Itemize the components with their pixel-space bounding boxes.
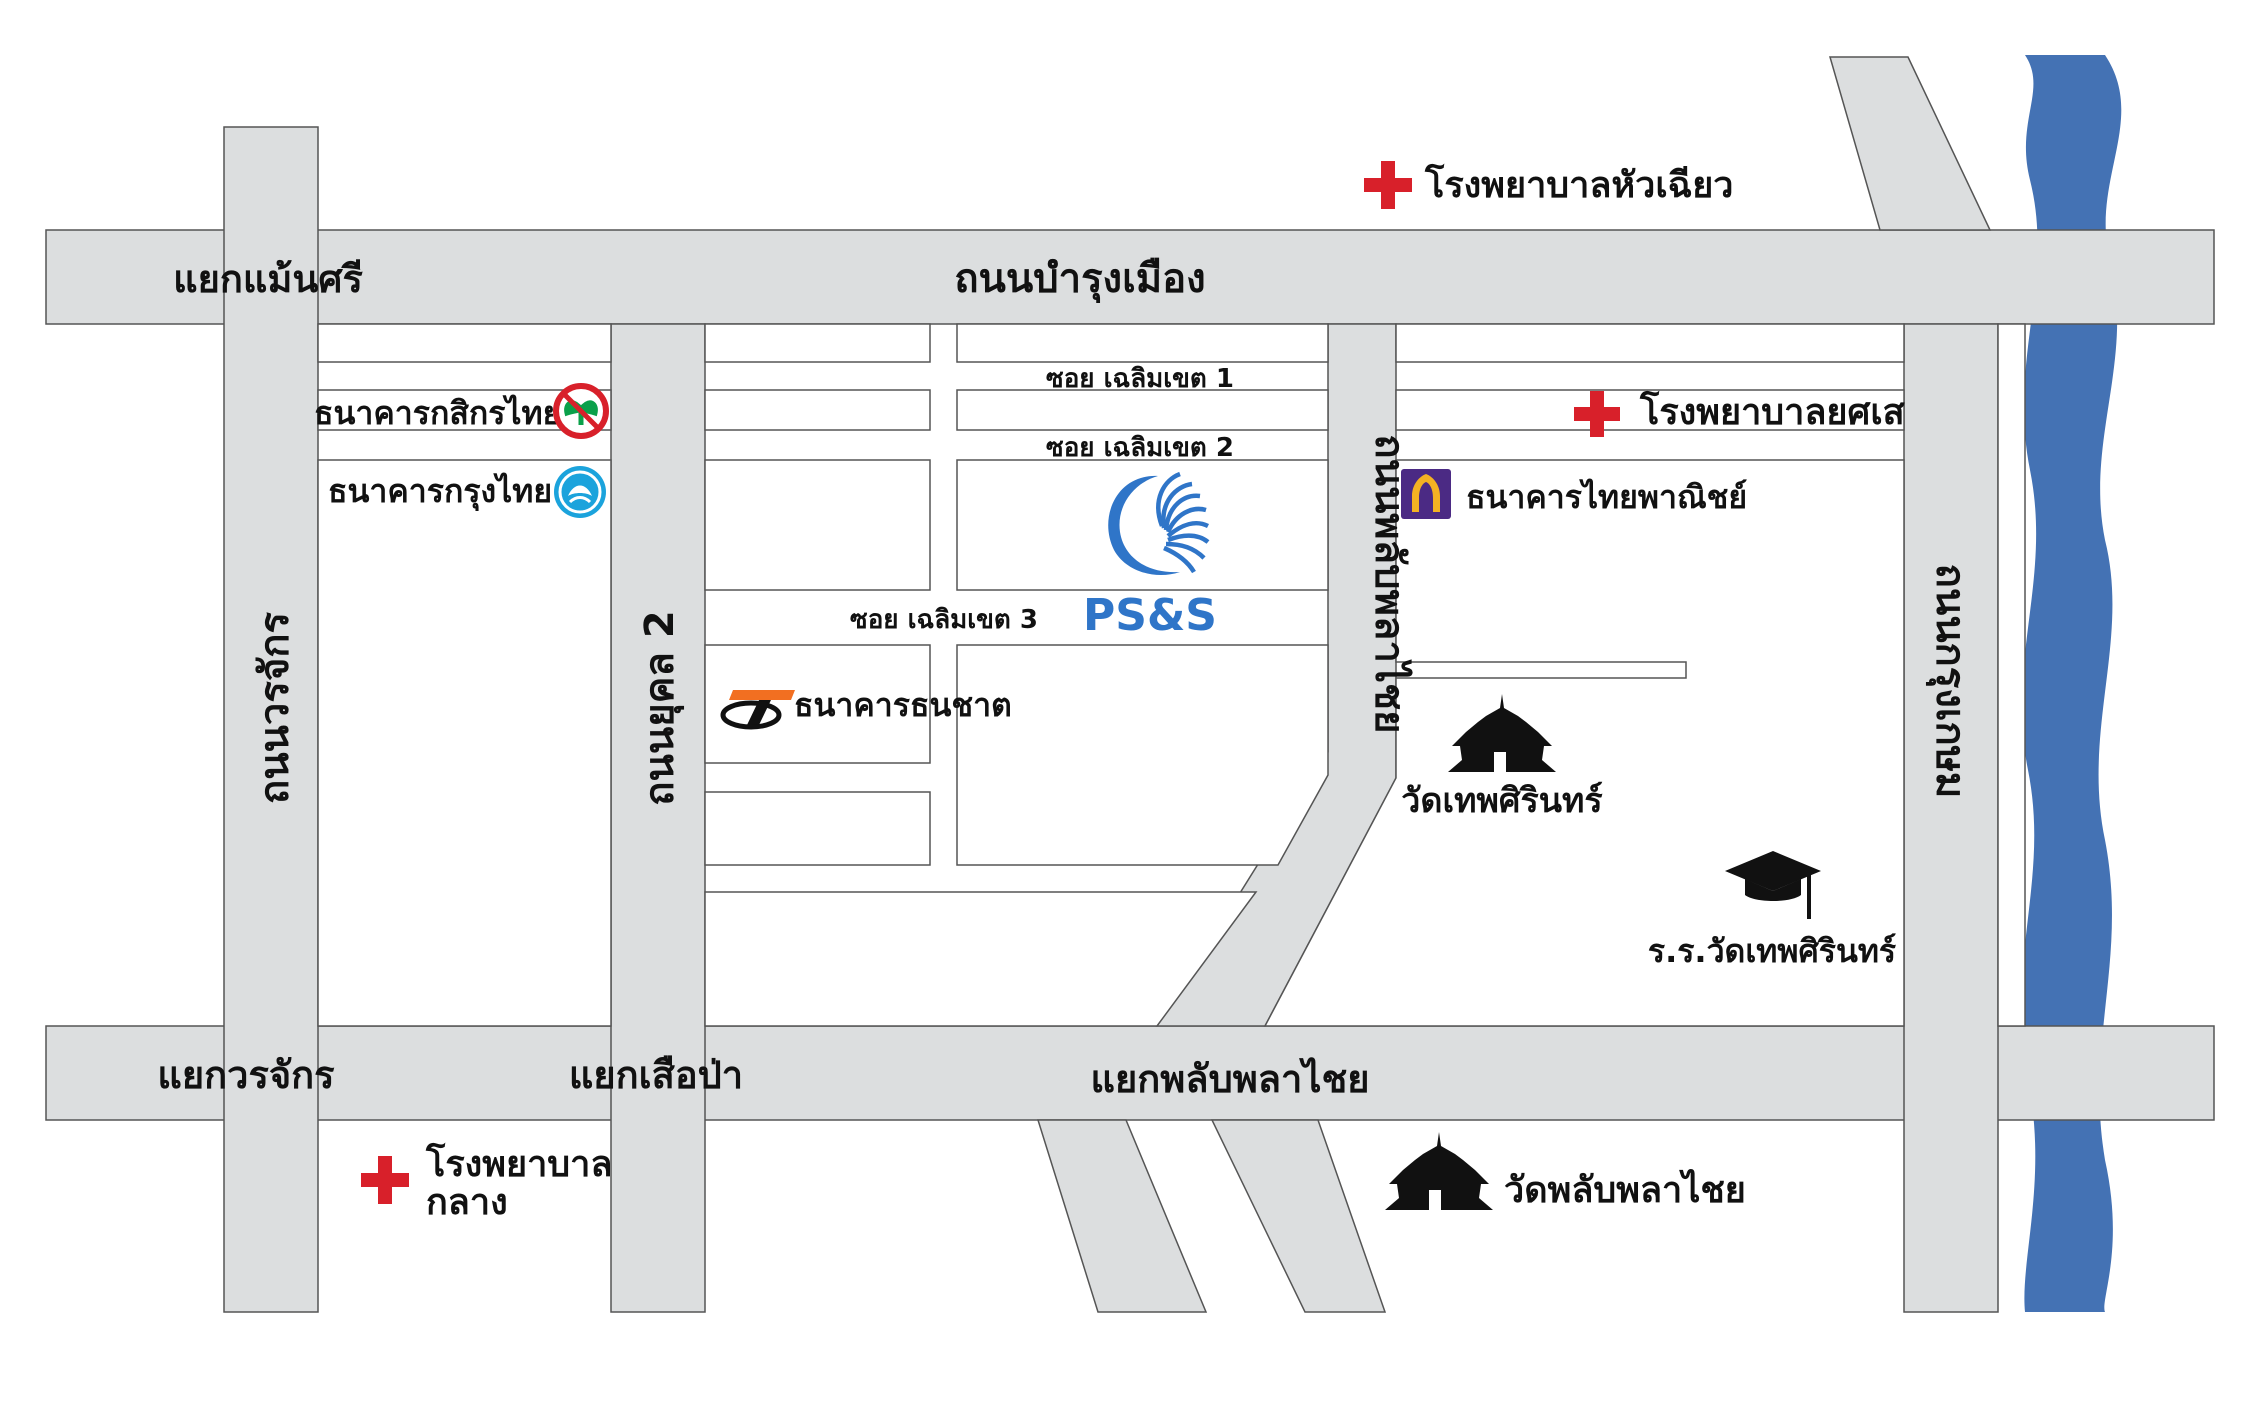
hospital-yotse-label: โรงพยาบาลยศเส (1639, 390, 1905, 433)
road-label-worachak: ถนนวรจักร (252, 611, 298, 804)
temple-icon (1385, 1132, 1493, 1210)
red-cross-icon (1364, 161, 1412, 209)
road-krung-kasem (1903, 323, 1999, 1313)
road-yukhon-2 (610, 323, 706, 1313)
soi-label-2: ซอย เฉลิมเขต 2 (1046, 433, 1234, 463)
temple-icon (1448, 694, 1556, 772)
scb-logo-icon (1401, 469, 1451, 519)
ktb-logo-icon (554, 466, 606, 518)
graduation-cap-icon (1725, 851, 1821, 919)
hospital-klang-label-line1: โรงพยาบาล (425, 1142, 612, 1185)
intersection-suea-pa: แยกเสือป่า (569, 1053, 743, 1097)
wat-thep-sirin-label: วัดเทพศิรินทร์ (1401, 781, 1603, 821)
road-label-bamrung-muang: ถนนบำรุงเมือง (954, 256, 1205, 304)
road-bamrung-muang (45, 229, 2215, 325)
pss-logo-icon (1108, 471, 1210, 576)
wat-phlap-phla-chai-label: วัดพลับพลาไชย (1504, 1168, 1746, 1211)
scb-label: ธนาคารไทยพาณิชย์ (1466, 478, 1747, 516)
hospital-hua-chiew-label: โรงพยาบาลหัวเฉียว (1424, 163, 1734, 206)
intersection-maen-si: แยกแม้นศรี (173, 257, 363, 301)
kbank-logo-icon (553, 383, 609, 439)
soi-label-3: ซอย เฉลิมเขต 3 (850, 605, 1038, 635)
intersection-phlap-phla-chai: แยกพลับพลาไชย (1090, 1057, 1369, 1101)
intersection-worachak: แยกวรจักร (157, 1053, 335, 1097)
road-label-yukhon-2: ถนนยุคล 2 (637, 610, 685, 805)
road-bottom (45, 1025, 2215, 1121)
school-label: ร.ร.วัดเทพศิรินทร์ (1648, 932, 1896, 970)
hospital-klang-label-line2: กลาง (426, 1182, 508, 1223)
red-cross-icon (361, 1156, 409, 1204)
pss-logo-text: PS&S (1083, 590, 1217, 641)
road-diagonal-ne (1829, 56, 1992, 231)
river (2021, 55, 2122, 1312)
ktb-label: ธนาคารกรุงไทย (328, 472, 552, 512)
road-label-krung-kasem: ถนนกรุงเกษม (1925, 564, 1973, 799)
soi-label-1: ซอย เฉลิมเขต 1 (1046, 364, 1234, 394)
kbank-label: ธนาคารกสิกรไทย (314, 394, 561, 432)
road-network (45, 56, 2215, 1313)
red-cross-icon (1574, 391, 1620, 437)
thanachart-logo-icon (720, 690, 795, 730)
road-fork-right (1210, 1119, 1387, 1313)
road-fork-left (1036, 1119, 1208, 1313)
thanachart-label: ธนาคารธนชาต (794, 686, 1012, 724)
